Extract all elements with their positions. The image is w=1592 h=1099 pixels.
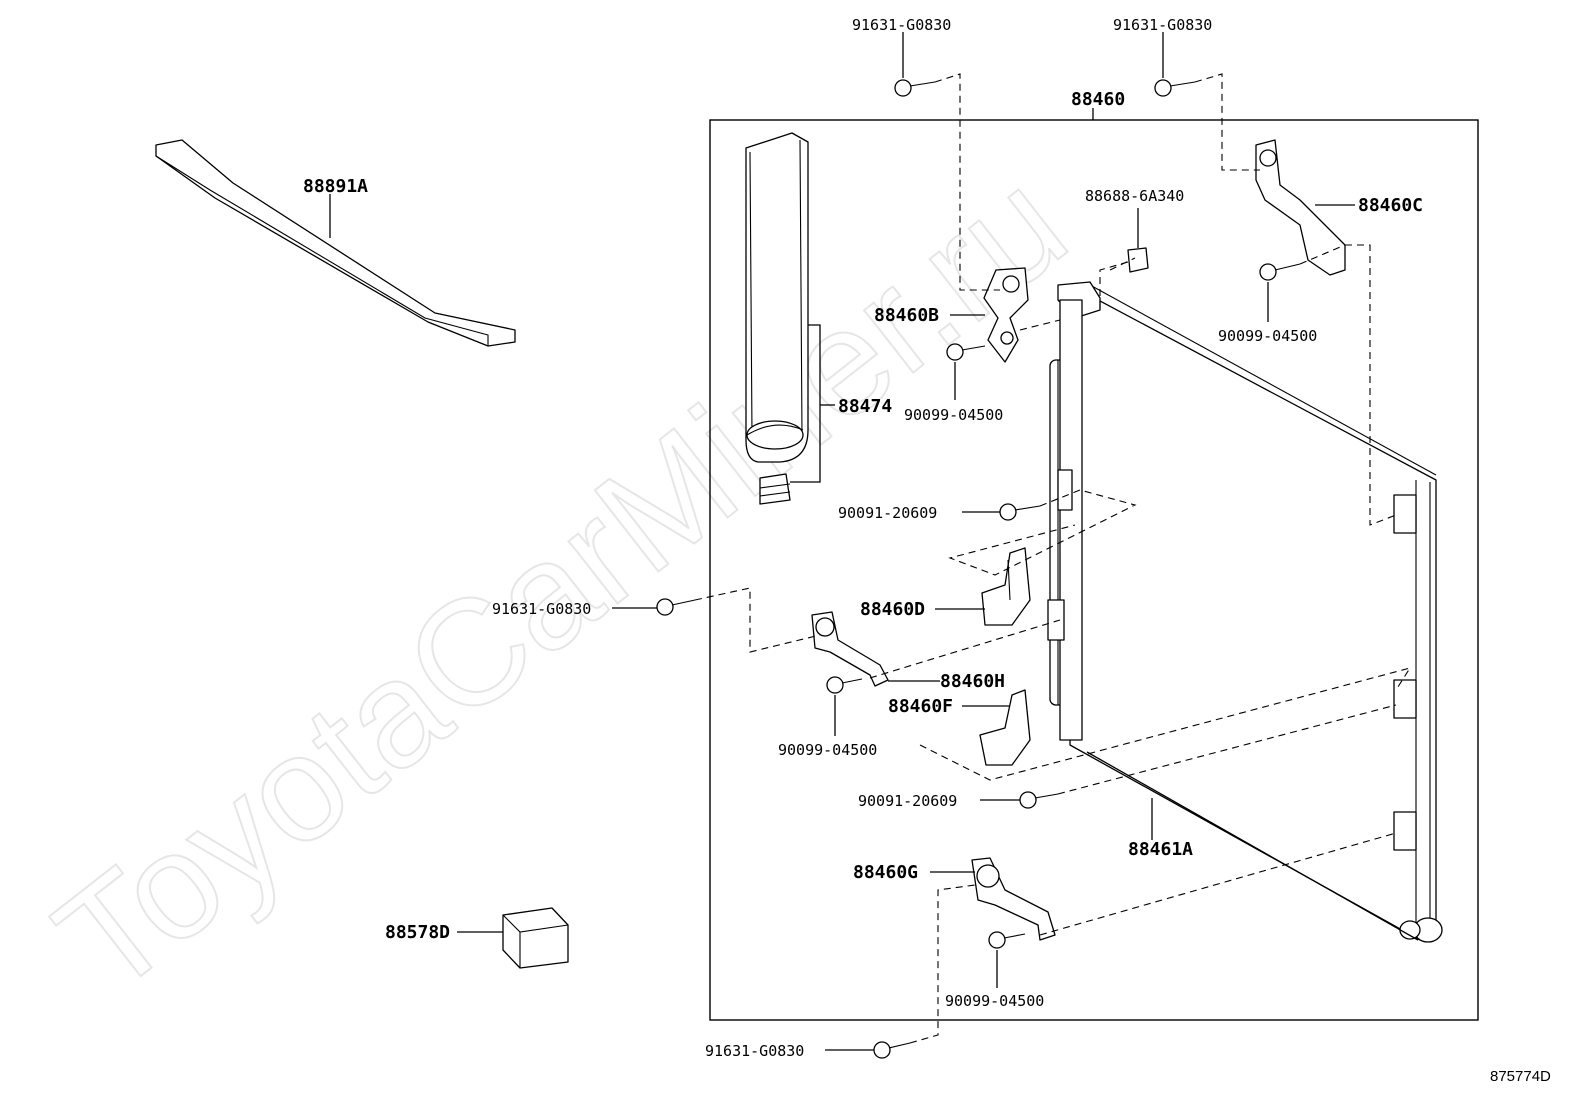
- callout-88461a: 88461A: [1128, 839, 1193, 860]
- callout-88460d: 88460D: [860, 599, 925, 620]
- bolt-90099-b: [946, 343, 986, 400]
- callout-88460b: 88460B: [874, 305, 939, 326]
- assembly-dashed-lines: [694, 73, 1412, 1044]
- bolt-90091-b: [980, 791, 1059, 809]
- callout-88578d: 88578D: [385, 922, 450, 943]
- bolt-90099-d: [988, 931, 1026, 988]
- condenser-core-88461a: [1047, 281, 1443, 943]
- bracket-88460b: [950, 267, 1029, 363]
- clip-88688: [1127, 208, 1149, 273]
- callout-91631-bottom: 91631-G0830: [705, 1042, 804, 1060]
- bracket-88460g: [930, 857, 1056, 941]
- bolt-91631-top2: [1154, 32, 1196, 97]
- bolt-91631-bottom: [825, 1041, 911, 1059]
- callout-88460f: 88460F: [888, 696, 953, 717]
- receiver-dryer-88474: [745, 132, 835, 505]
- bracket-88460d: [935, 547, 1031, 626]
- bracket-88460h: [811, 611, 940, 687]
- assembly-frame: [709, 119, 1479, 1021]
- callout-88460h: 88460H: [940, 671, 1005, 692]
- seal-strip-88891a: [155, 139, 516, 347]
- callout-91631-top2: 91631-G0830: [1113, 16, 1212, 34]
- callout-88688: 88688-6A340: [1085, 187, 1184, 205]
- block-88578d: [457, 907, 569, 969]
- callout-90099-d: 90099-04500: [945, 992, 1044, 1010]
- callout-88460: 88460: [1071, 89, 1125, 110]
- bolt-91631-left: [612, 598, 696, 616]
- watermark: ToyotaCarMiner.ru: [26, 138, 1095, 1025]
- bolt-91631-top1: [894, 32, 936, 97]
- bolt-90091-a: [962, 503, 1041, 521]
- callout-88460c: 88460C: [1358, 195, 1423, 216]
- bracket-88460f: [962, 689, 1031, 766]
- diagram-reference: 875774D: [1490, 1068, 1551, 1085]
- bolt-90099-c-right: [1259, 263, 1301, 322]
- callout-88460g: 88460G: [853, 862, 918, 883]
- bracket-88460c: [1255, 139, 1355, 276]
- callout-91631-left: 91631-G0830: [492, 600, 591, 618]
- callout-90091-a: 90091-20609: [838, 504, 937, 522]
- callout-88891a: 88891A: [303, 176, 368, 197]
- callout-90099-c-right: 90099-04500: [1218, 327, 1317, 345]
- callout-90099-b: 90099-04500: [904, 406, 1003, 424]
- callout-91631-top1: 91631-G0830: [852, 16, 951, 34]
- callout-90091-b: 90091-20609: [858, 792, 957, 810]
- callout-90099-c: 90099-04500: [778, 741, 877, 759]
- bolt-90099-c: [826, 676, 863, 736]
- callout-88474: 88474: [838, 396, 892, 417]
